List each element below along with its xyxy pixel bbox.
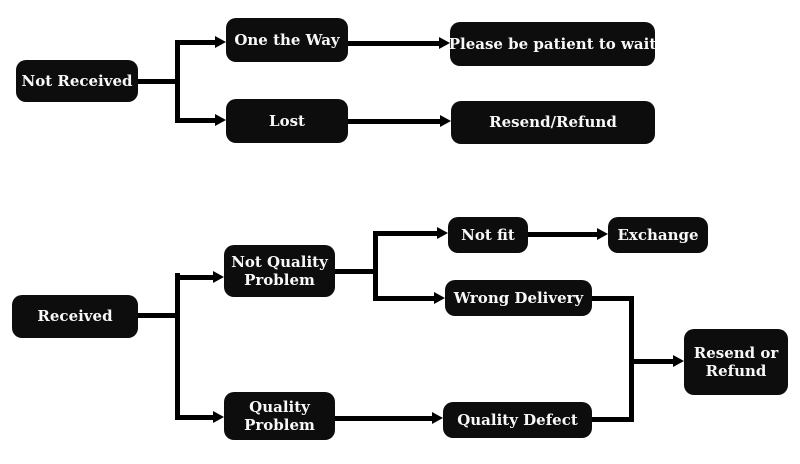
connector-to-not-quality-problem [175, 275, 213, 280]
arrowhead-to-please-wait [439, 37, 450, 49]
node-exchange: Exchange [608, 217, 708, 253]
node-not-quality-problem: Not Quality Problem [224, 245, 335, 297]
node-one-the-way: One the Way [226, 18, 348, 62]
node-please-be-patient: Please be patient to wait [448, 22, 657, 66]
node-label: Not Quality Problem [231, 252, 328, 289]
connector-to-not-fit [373, 231, 437, 236]
node-label: One the Way [234, 30, 340, 49]
connector-wrong-delivery-merge [592, 296, 634, 301]
node-label: Resend/Refund [489, 113, 617, 132]
node-resend-or-refund: Resend or Refund [684, 329, 788, 395]
node-quality-defect: Quality Defect [443, 402, 592, 438]
connector-to-wrong-delivery [373, 296, 434, 301]
connector-not-received-stem [138, 79, 178, 84]
connector-not-fit-to-exchange [528, 232, 597, 237]
arrowhead-to-one-the-way [215, 36, 226, 48]
node-label: Not Received [21, 71, 133, 90]
node-label: Quality Problem [244, 397, 315, 434]
node-label: Wrong Delivery [453, 288, 584, 307]
node-not-fit: Not fit [448, 217, 528, 253]
connector-received-branch [175, 273, 180, 420]
node-received: Received [12, 295, 138, 338]
node-label: Exchange [617, 225, 699, 244]
node-not-received: Not Received [16, 60, 138, 102]
node-resend-refund: Resend/Refund [451, 101, 655, 144]
connector-to-resend-or-refund [629, 359, 673, 364]
connector-not-received-branch [175, 40, 180, 123]
node-label: Lost [269, 111, 305, 130]
connector-not-quality-branch [373, 231, 378, 301]
arrowhead-to-exchange [597, 228, 608, 240]
arrowhead-to-resend-or-refund [673, 355, 684, 367]
connector-not-quality-stem [335, 269, 378, 274]
connector-lost-to-resend-refund [348, 119, 440, 124]
connector-to-lost [175, 118, 215, 123]
arrowhead-to-resend-refund [440, 115, 451, 127]
node-label: Please be patient to wait [448, 34, 657, 53]
connector-quality-problem-to-quality-defect [335, 416, 432, 421]
arrowhead-to-quality-problem [213, 411, 224, 423]
arrowhead-to-quality-defect [432, 412, 443, 424]
connector-to-one-the-way [175, 40, 215, 45]
connector-one-the-way-to-please-wait [348, 41, 439, 46]
node-label: Quality Defect [457, 410, 578, 429]
connector-to-quality-problem [175, 415, 213, 420]
node-label: Not fit [461, 225, 515, 244]
node-label: Received [37, 307, 113, 326]
arrowhead-to-wrong-delivery [434, 292, 445, 304]
node-label: Resend or Refund [693, 343, 779, 380]
node-wrong-delivery: Wrong Delivery [445, 280, 592, 316]
arrowhead-to-not-fit [437, 227, 448, 239]
connector-received-stem [138, 313, 178, 318]
node-quality-problem: Quality Problem [224, 392, 335, 440]
connector-quality-defect-merge [592, 417, 634, 422]
node-lost: Lost [226, 99, 348, 143]
arrowhead-to-lost [215, 114, 226, 126]
arrowhead-to-not-quality-problem [213, 271, 224, 283]
